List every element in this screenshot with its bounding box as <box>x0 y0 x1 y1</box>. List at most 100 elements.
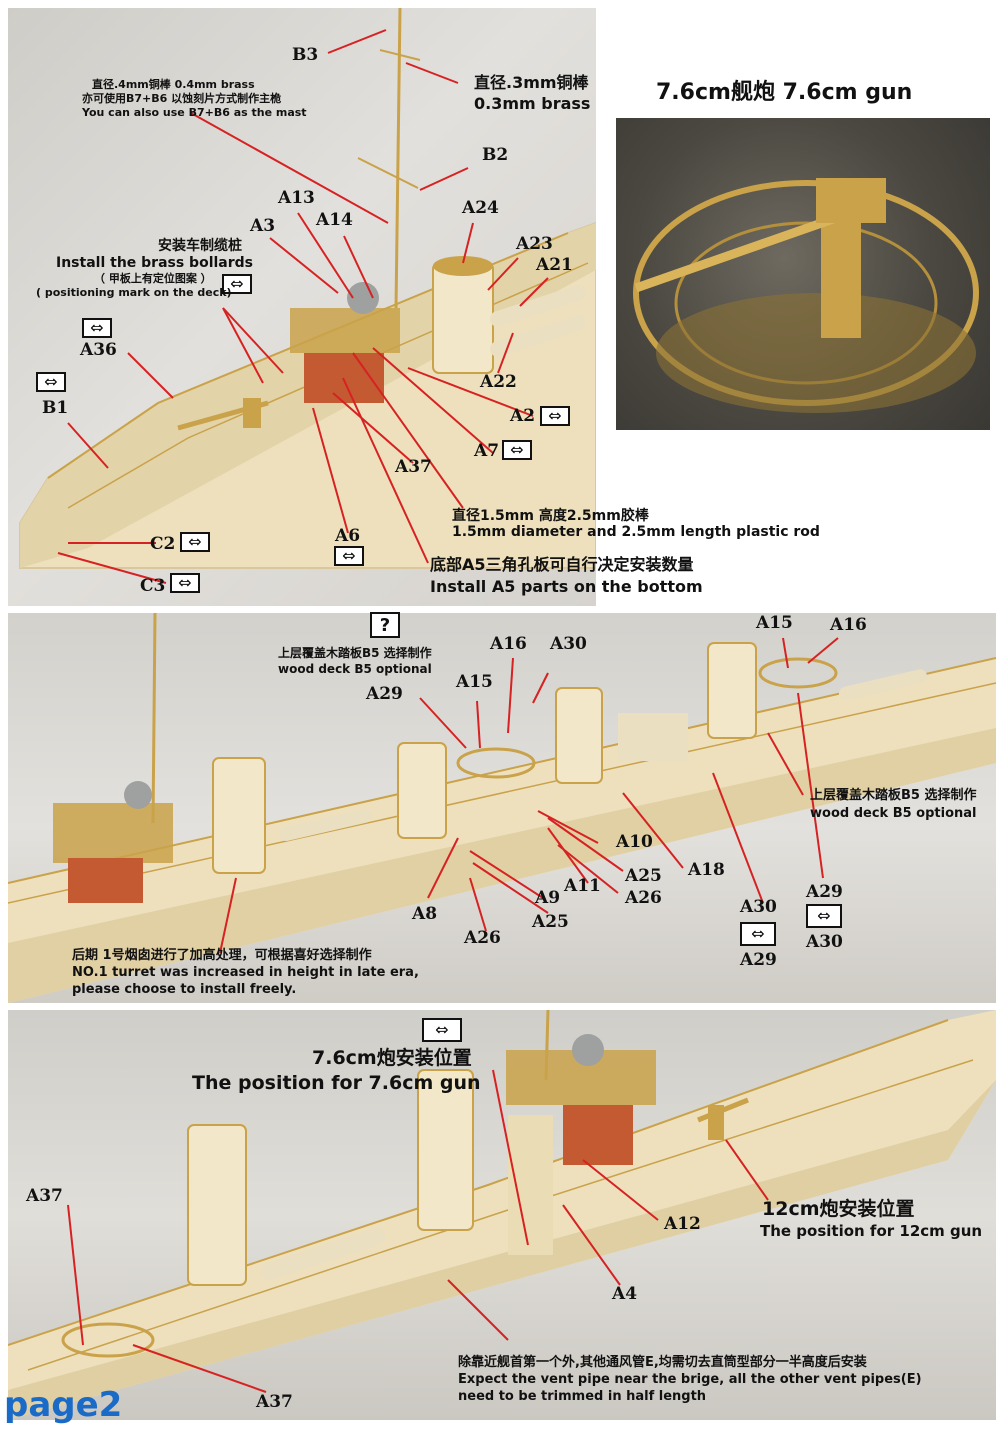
mast-alt-note-en: You can also use B7+B6 as the mast <box>82 106 307 119</box>
label-a37-upper: A37 <box>26 1186 63 1206</box>
left-right-arrow-icon: ⇔ <box>230 274 244 293</box>
left-right-arrow-icon: ⇔ <box>342 546 356 565</box>
a5-note-en: Install A5 parts on the bottom <box>430 577 703 596</box>
label-b3: B3 <box>292 45 319 65</box>
label-a29-left: A29 <box>740 950 777 970</box>
label-a11: A11 <box>564 876 601 896</box>
arrow-box-c2: ⇔ <box>180 532 210 552</box>
photo-panel-bow <box>8 8 596 606</box>
label-a6: A6 <box>335 526 361 546</box>
label-c3: C3 <box>140 576 166 596</box>
label-b2: B2 <box>482 145 509 165</box>
label-a25-left: A25 <box>532 912 569 932</box>
label-a2: A2 <box>510 406 536 426</box>
turret-note-cn: 后期 1号烟囱进行了加高处理，可根据喜好选择制作 <box>72 948 372 963</box>
label-a30-right: A30 <box>806 932 843 952</box>
vent-pipe-note-cn: 除靠近舰首第一个外,其他通风管E,均需切去直筒型部分一半高度后安装 <box>458 1355 867 1370</box>
wood-deck-right-note-cn: 上层覆盖木踏板B5 选择制作 <box>810 788 977 803</box>
photo-panel-midships <box>8 613 996 1003</box>
label-a30-left: A30 <box>740 897 777 917</box>
arrow-box-a29-a30: ⇔ <box>806 904 842 928</box>
vent-pipe-note-en-2: need to be trimmed in half length <box>458 1389 707 1404</box>
gun-illustration <box>633 178 979 413</box>
plastic-rod-note-cn: 直径1.5mm 高度2.5mm胶棒 <box>452 508 649 524</box>
left-right-arrow-icon: ⇔ <box>548 406 562 425</box>
left-right-arrow-icon: ⇔ <box>188 532 202 551</box>
label-a9: A9 <box>535 888 561 908</box>
gun12-position-cn: 12cm炮安装位置 <box>762 1198 915 1220</box>
brass03-note-cn: 直径.3mm铜棒 <box>474 73 589 92</box>
label-a8: A8 <box>412 904 438 924</box>
left-right-arrow-icon: ⇔ <box>44 372 58 391</box>
question-box: ? <box>370 612 400 638</box>
inset-title: 7.6cm舰炮 7.6cm gun <box>656 80 913 105</box>
bow-illustration <box>19 8 596 584</box>
wood-deck-top-note-cn: 上层覆盖木踏板B5 选择制作 <box>278 646 432 660</box>
arrow-box-b1: ⇔ <box>36 372 66 392</box>
label-a23: A23 <box>516 234 553 254</box>
label-a7: A7 <box>474 441 500 461</box>
label-a25-right: A25 <box>625 866 662 886</box>
arrow-box-a30-a29: ⇔ <box>740 922 776 946</box>
label-a12: A12 <box>664 1214 701 1234</box>
label-a26-left: A26 <box>464 928 501 948</box>
label-a13: A13 <box>278 188 315 208</box>
label-c2: C2 <box>150 534 176 554</box>
bollard-note-cn: 安装车制缆桩 <box>158 238 242 254</box>
photo-panel-gun-positions <box>8 1010 996 1420</box>
bollard-position-note-en: ( positioning mark on the deck) <box>36 286 232 299</box>
left-right-arrow-icon: ⇔ <box>90 318 104 337</box>
left-right-arrow-icon: ⇔ <box>751 924 765 943</box>
label-a14: A14 <box>316 210 353 230</box>
brass03-note-en: 0.3mm brass <box>474 94 591 113</box>
label-a29-top: A29 <box>366 684 403 704</box>
midships-illustration <box>8 613 996 1003</box>
label-a16-mid: A16 <box>490 634 527 654</box>
label-b1: B1 <box>42 398 69 418</box>
label-a37-lower: A37 <box>256 1392 293 1412</box>
gun12-position-en: The position for 12cm gun <box>760 1222 983 1240</box>
label-a4: A4 <box>612 1284 638 1304</box>
mast-brass-note-cn: 直径.4mm铜棒 0.4mm brass <box>92 78 255 91</box>
label-a15-aft: A15 <box>756 613 793 633</box>
bollard-position-note-cn: （ 甲板上有定位图案 ） <box>94 272 212 285</box>
label-a15-mid: A15 <box>456 672 493 692</box>
label-a18: A18 <box>688 860 725 880</box>
gun76-position-en: The position for 7.6cm gun <box>192 1072 481 1094</box>
arrow-box-c3: ⇔ <box>170 573 200 593</box>
label-a21: A21 <box>536 255 573 275</box>
gun-inset-photo <box>616 118 990 430</box>
question-mark-icon: ? <box>379 614 391 636</box>
arrow-box-a2: ⇔ <box>540 406 570 426</box>
left-right-arrow-icon: ⇔ <box>510 440 524 459</box>
gun76-position-cn: 7.6cm炮安装位置 <box>312 1047 472 1069</box>
label-a30-top: A30 <box>550 634 587 654</box>
label-a16-aft: A16 <box>830 615 867 635</box>
label-a3: A3 <box>250 216 276 236</box>
left-right-arrow-icon: ⇔ <box>178 573 192 592</box>
arrow-box-a7: ⇔ <box>502 440 532 460</box>
arrow-box-7-6cm-gun: ⇔ <box>422 1018 462 1042</box>
vent-pipe-note-en-1: Expect the vent pipe near the brige, all… <box>458 1372 922 1387</box>
label-a24: A24 <box>462 198 499 218</box>
turret-note-en-1: NO.1 turret was increased in height in l… <box>72 965 419 980</box>
left-right-arrow-icon: ⇔ <box>817 906 831 925</box>
mast-alt-note-cn: 亦可使用B7+B6 以蚀刻片方式制作主桅 <box>82 92 282 105</box>
arrow-box-bollards: ⇔ <box>222 274 252 294</box>
wood-deck-right-note-en: wood deck B5 optional <box>810 806 977 821</box>
arrow-box-a6: ⇔ <box>334 546 364 566</box>
plastic-rod-note-en: 1.5mm diameter and 2.5mm length plastic … <box>452 524 820 540</box>
label-a36: A36 <box>80 340 117 360</box>
label-a29-right: A29 <box>806 882 843 902</box>
a5-note-cn: 底部A5三角孔板可自行决定安装数量 <box>430 555 694 574</box>
label-a37: A37 <box>395 457 432 477</box>
page-number: page2 <box>4 1385 123 1425</box>
bollard-note-en: Install the brass bollards <box>56 255 254 271</box>
left-right-arrow-icon: ⇔ <box>435 1020 449 1039</box>
label-a26-right: A26 <box>625 888 662 908</box>
turret-note-en-2: please choose to install freely. <box>72 982 297 997</box>
arrow-box-a36: ⇔ <box>82 318 112 338</box>
wood-deck-top-note-en: wood deck B5 optional <box>278 662 432 676</box>
label-a10: A10 <box>616 832 653 852</box>
gun-positions-illustration <box>8 1010 996 1420</box>
